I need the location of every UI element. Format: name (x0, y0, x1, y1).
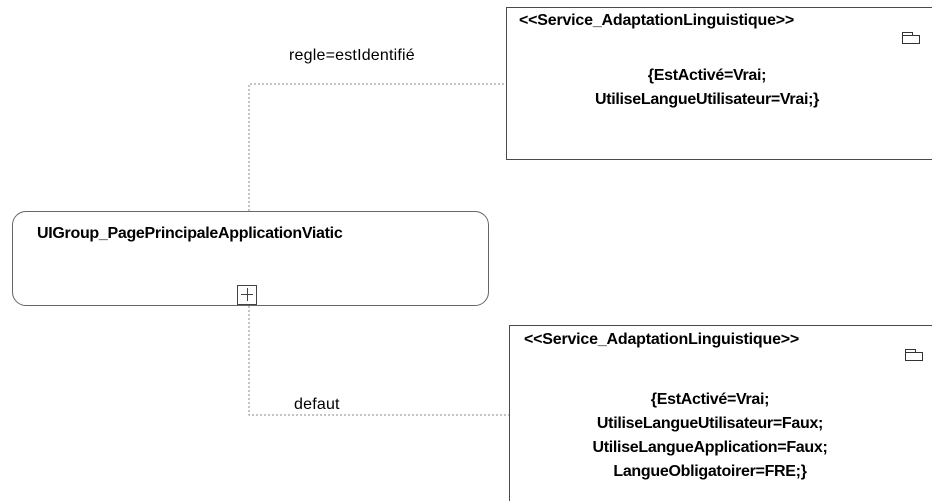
service-properties: {EstActivé=Vrai; UtiliseLangueUtilisateu… (510, 388, 910, 484)
folder-tab-icon[interactable] (902, 32, 920, 44)
property-line: {EstActivé=Vrai; (650, 391, 770, 408)
edge-label-defaut: defaut (294, 396, 340, 413)
service-box-top[interactable]: <<Service_AdaptationLinguistique>> {EstA… (506, 7, 932, 160)
service-properties: {EstActivé=Vrai; UtiliseLangueUtilisateu… (507, 64, 907, 112)
edge-label-regle: regle=estIdentifié (289, 47, 415, 64)
uigroup-title: UIGroup_PagePrincipaleApplicationViatic (37, 225, 343, 242)
property-line: {EstActivé=Vrai; (647, 67, 767, 84)
property-line: UtiliseLangueUtilisateur=Vrai;} (594, 91, 820, 108)
uigroup-node[interactable]: UIGroup_PagePrincipaleApplicationViatic (12, 211, 489, 306)
property-line: UtiliseLangueUtilisateur=Faux; (596, 415, 824, 432)
plus-square-icon[interactable] (237, 285, 257, 305)
property-line: LangueObligatoirer=FRE;} (613, 463, 807, 480)
folder-tab-icon[interactable] (905, 349, 923, 361)
property-line: UtiliseLangueApplication=Faux; (592, 439, 828, 456)
edge-regle-line (248, 83, 506, 211)
edge-defaut-line (248, 306, 509, 416)
service-stereotype: <<Service_AdaptationLinguistique>> (524, 331, 800, 348)
service-box-bottom[interactable]: <<Service_AdaptationLinguistique>> {EstA… (509, 325, 932, 501)
service-stereotype: <<Service_AdaptationLinguistique>> (519, 12, 795, 29)
